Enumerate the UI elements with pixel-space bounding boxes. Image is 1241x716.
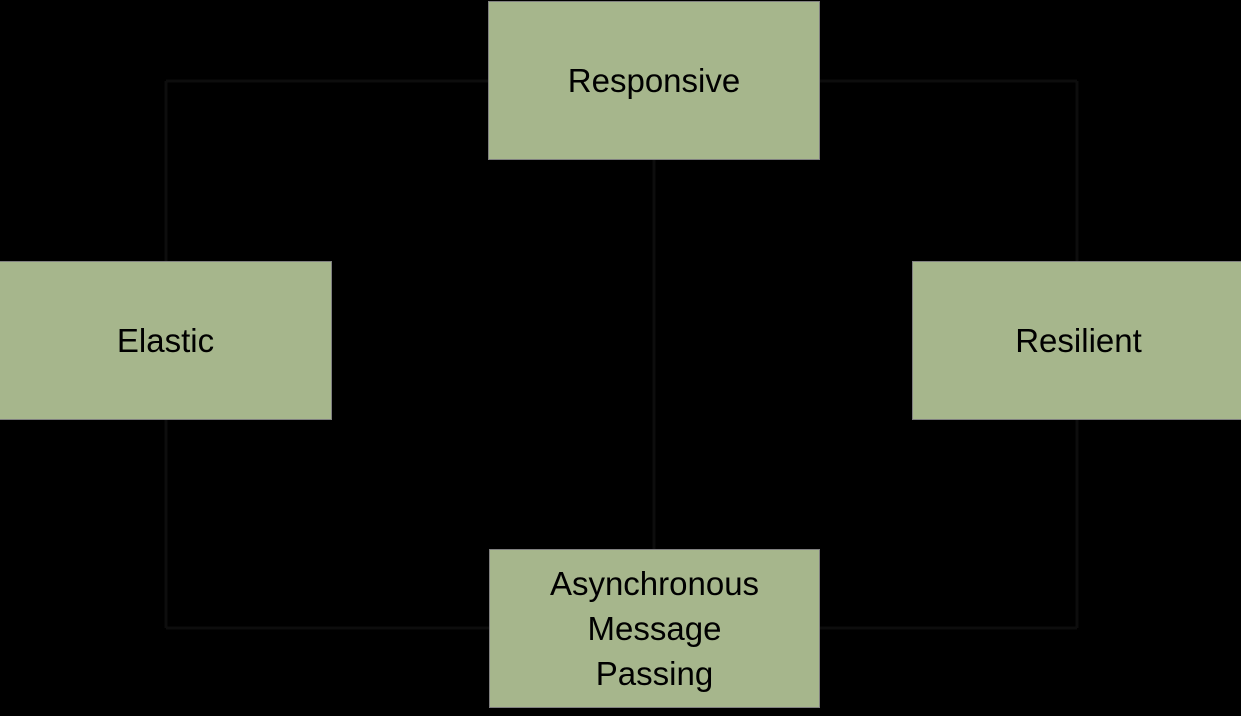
- node-asynchronous-message-passing[interactable]: Asynchronous Message Passing: [489, 549, 820, 708]
- node-resilient[interactable]: Resilient: [912, 261, 1241, 420]
- node-elastic[interactable]: Elastic: [0, 261, 332, 420]
- node-elastic-label: Elastic: [116, 322, 215, 359]
- node-asynchronous-message-passing-label: Asynchronous Message Passing: [549, 565, 760, 692]
- node-resilient-label: Resilient: [1015, 322, 1142, 359]
- node-responsive-label: Responsive: [567, 62, 741, 99]
- node-responsive[interactable]: Responsive: [488, 1, 820, 160]
